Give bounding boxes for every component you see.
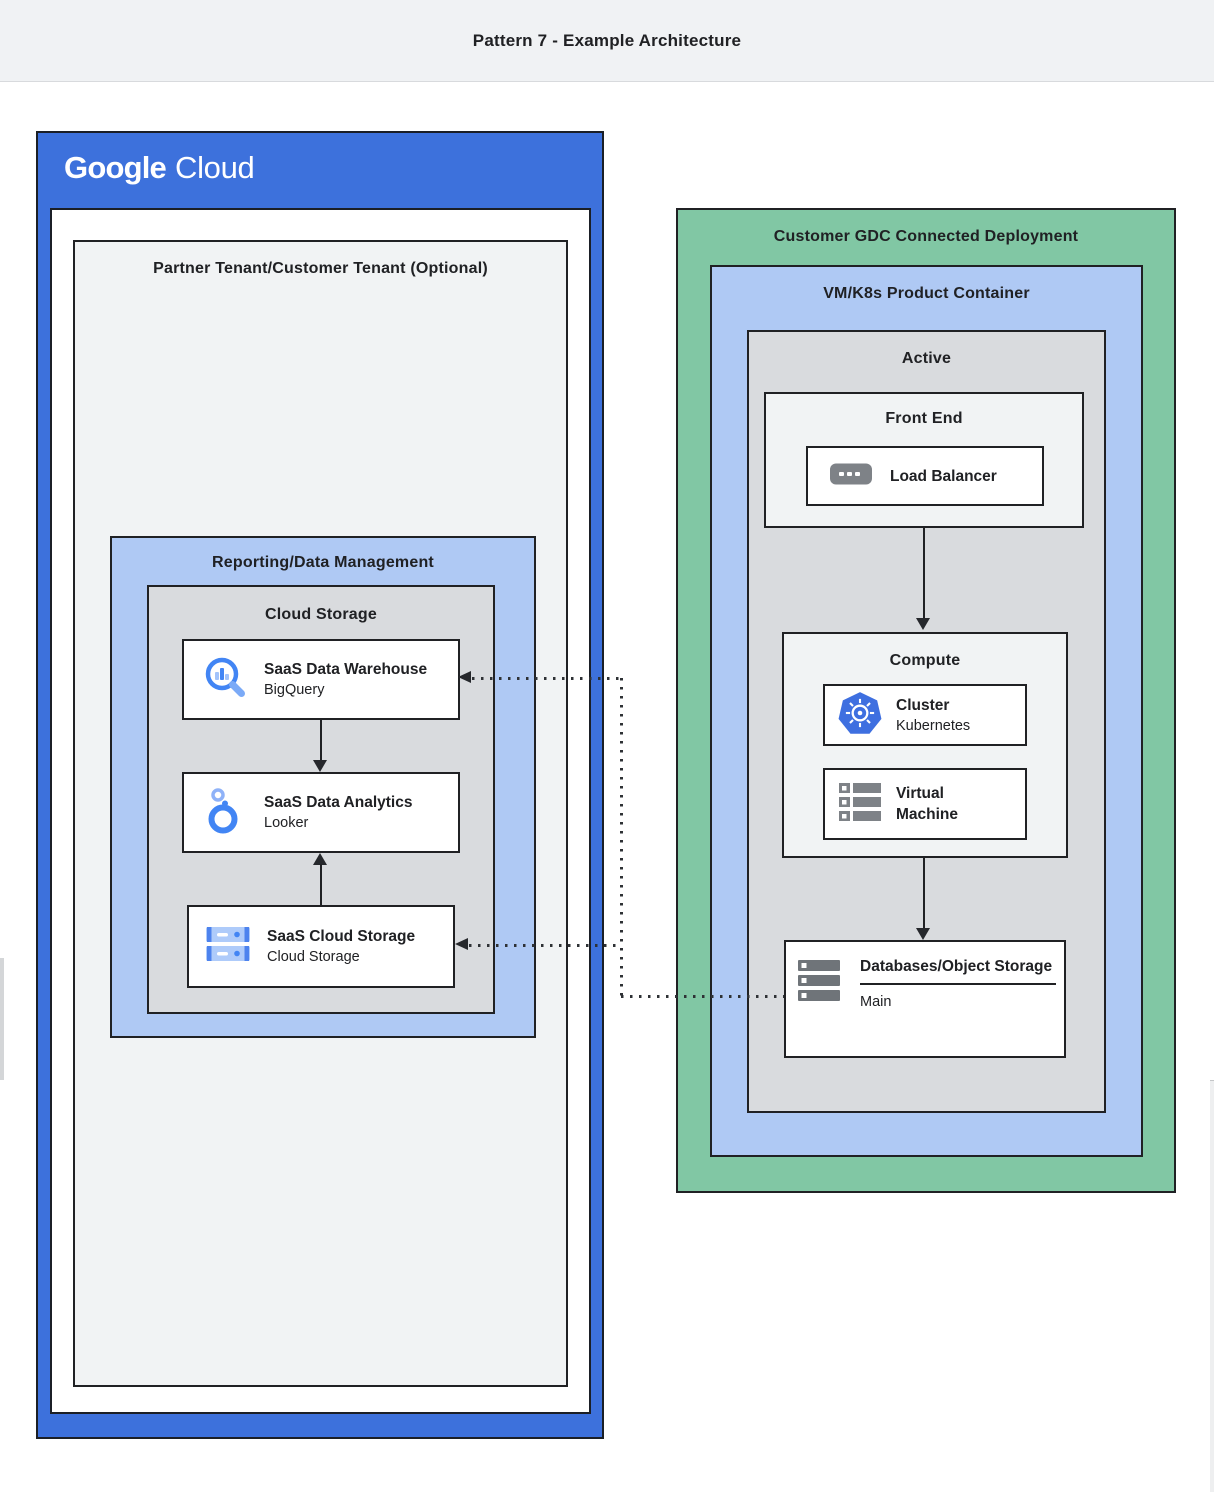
arrow-compute-to-db-head (916, 928, 930, 940)
bigquery-icon (202, 654, 248, 705)
saas-data-warehouse-subtitle: BigQuery (264, 682, 325, 698)
arrow-storage-to-analytics-line (320, 864, 322, 905)
kubernetes-icon (837, 691, 883, 740)
saas-cloud-storage-card: SaaS Cloud Storage Cloud Storage (187, 905, 455, 988)
dotted-line-warehouse-horizontal (472, 677, 622, 680)
saas-data-warehouse-card: SaaS Data Warehouse BigQuery (182, 639, 460, 720)
saas-cloud-storage-title: SaaS Cloud Storage (267, 928, 416, 945)
databases-icon (798, 960, 842, 1007)
saas-data-analytics-card: SaaS Data Analytics Looker (182, 772, 460, 853)
arrow-compute-to-db-line (923, 858, 925, 929)
compute-title: Compute (889, 652, 961, 669)
arrow-frontend-to-compute-line (923, 528, 925, 619)
dotted-line-storage-horizontal (469, 944, 621, 947)
cluster-subtitle: Kubernetes (896, 717, 971, 734)
databases-main-label: Main (860, 994, 892, 1010)
front-end-title: Front End (885, 410, 963, 427)
partner-tenant-title: Partner Tenant/Customer Tenant (Optional… (153, 260, 488, 277)
load-balancer-title: Load Balancer (890, 467, 997, 485)
virtual-machine-text: Virtual Machine (896, 783, 996, 825)
cluster-text: Cluster Kubernetes (896, 695, 970, 736)
page-edge-artifact-left (0, 958, 4, 1080)
gdc-deployment-title: Customer GDC Connected Deployment (773, 228, 1079, 245)
vm-k8s-title: VM/K8s Product Container (823, 285, 1030, 302)
reporting-title: Reporting/Data Management (212, 554, 434, 571)
page-edge-artifact-right (1210, 1080, 1214, 1492)
cluster-card: Cluster Kubernetes (823, 684, 1027, 746)
load-balancer-card: Load Balancer (806, 446, 1044, 506)
saas-data-analytics-subtitle: Looker (264, 815, 309, 831)
looker-icon (202, 786, 248, 839)
arrow-warehouse-to-analytics-line (320, 720, 322, 761)
saas-data-warehouse-title: SaaS Data Warehouse (264, 661, 428, 678)
google-cloud-logo-google: Google (64, 150, 167, 185)
cloud-storage-icon (205, 926, 251, 967)
dotted-arrowhead-to-warehouse (458, 671, 471, 683)
virtual-machine-title: Virtual Machine (896, 785, 959, 823)
dotted-line-databases-horizontal (621, 995, 784, 998)
arrow-warehouse-to-analytics-head (313, 760, 327, 772)
cloud-storage-group-title: Cloud Storage (265, 606, 377, 623)
saas-data-warehouse-text: SaaS Data Warehouse BigQuery (264, 659, 427, 700)
load-balancer-text: Load Balancer (890, 466, 997, 487)
saas-data-analytics-text: SaaS Data Analytics Looker (264, 792, 412, 833)
page-title: Pattern 7 - Example Architecture (472, 30, 742, 50)
saas-cloud-storage-subtitle: Cloud Storage (267, 949, 360, 965)
dotted-arrowhead-to-storage (455, 938, 468, 950)
databases-divider (860, 983, 1056, 985)
databases-title: Databases/Object Storage (860, 958, 1053, 975)
arrow-frontend-to-compute-head (916, 618, 930, 630)
active-title: Active (901, 350, 952, 367)
arrow-storage-to-analytics-head (313, 853, 327, 865)
virtual-machine-card: Virtual Machine (823, 768, 1027, 840)
load-balancer-icon (830, 463, 872, 490)
dotted-line-vertical (620, 678, 623, 998)
saas-cloud-storage-text: SaaS Cloud Storage Cloud Storage (267, 926, 415, 967)
saas-data-analytics-title: SaaS Data Analytics (264, 794, 413, 811)
cluster-title: Cluster (896, 696, 950, 714)
google-cloud-logo-cloud: Cloud (174, 150, 255, 185)
virtual-machine-icon (839, 782, 881, 827)
diagram-header: Pattern 7 - Example Architecture (0, 0, 1214, 82)
